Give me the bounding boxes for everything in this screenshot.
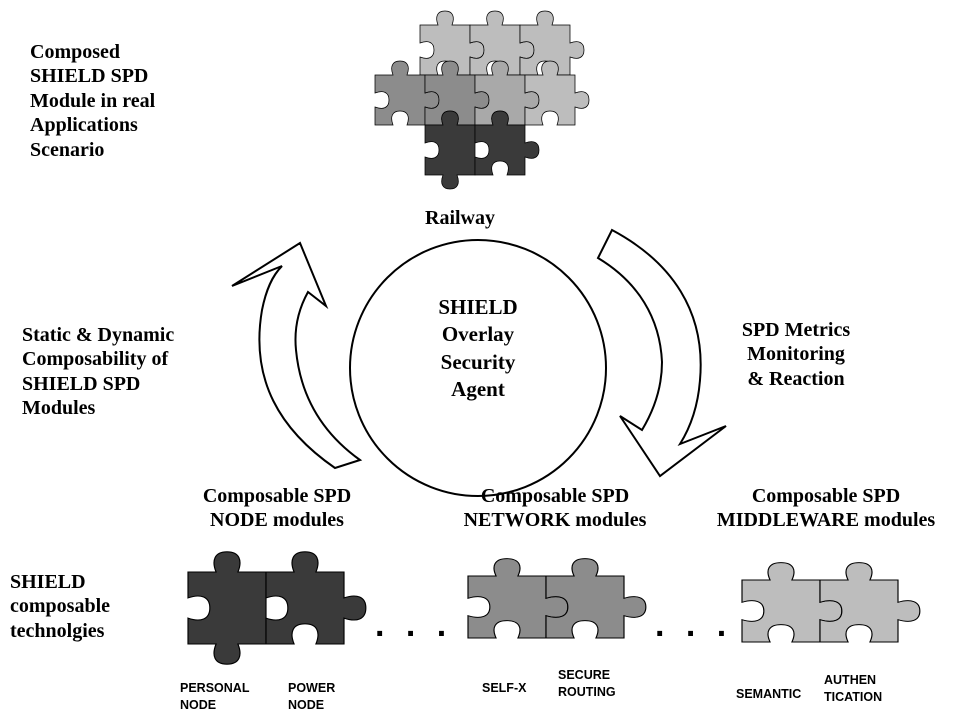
group-heading-line: MIDDLEWARE modules <box>716 509 936 532</box>
piece-label-line: PERSONAL <box>180 681 250 695</box>
technologies-label-line: technolgies <box>10 619 105 642</box>
piece-label-line: SELF-X <box>482 681 527 695</box>
composability-label-line: Static & Dynamic <box>22 324 175 346</box>
piece-label-line: ROUTING <box>558 684 616 699</box>
technologies-label: SHIELD composable technolgies <box>10 570 110 643</box>
piece-label-line: AUTHEN <box>824 673 877 687</box>
piece-label-line: POWER <box>288 681 336 695</box>
agent-circle <box>349 239 607 497</box>
piece-label-self-x: SELF-X <box>482 680 526 697</box>
node-group-heading: Composable SPD NODE modules <box>172 484 382 533</box>
group-heading-line: Composable SPD <box>751 485 901 507</box>
railway-label: Railway <box>425 207 495 229</box>
agent-label-line: Overlay <box>441 322 515 347</box>
scenario-title: Composed SHIELD SPD Module in real Appli… <box>30 40 155 162</box>
network-module-pieces <box>467 558 647 639</box>
node-module-pieces <box>187 551 367 665</box>
piece-label-power-node: POWER NODE <box>288 680 335 714</box>
piece-label-secure-routing: SECURE ROUTING <box>558 667 616 701</box>
composability-label-line: SHIELD SPD <box>22 372 141 395</box>
agent-label-line: Security <box>440 349 516 374</box>
group-heading-line: Composable SPD <box>480 485 630 507</box>
agent-label: SHIELD Overlay Security Agent <box>398 294 558 403</box>
piece-label-authentication: AUTHEN TICATION <box>824 672 882 706</box>
ellipsis-separator: . . . <box>375 606 453 644</box>
composability-arrow <box>231 241 363 470</box>
composability-label: Static & Dynamic Composability of SHIELD… <box>22 323 174 421</box>
scenario-title-line: Composed <box>30 41 121 63</box>
agent-label-line: SHIELD <box>438 295 518 319</box>
piece-label-line: NODE <box>288 697 325 712</box>
piece-label-line: SECURE <box>558 668 611 682</box>
puzzle-piece-power-node <box>265 551 367 645</box>
scenario-title-line: Applications <box>30 114 138 137</box>
piece-label-line: TICATION <box>824 689 883 704</box>
ellipsis-separator: . . . <box>655 606 733 644</box>
puzzle-piece-personal-node <box>187 551 267 665</box>
composed-puzzle-cluster <box>374 10 590 190</box>
scenario-title-line: Module in real <box>30 89 156 112</box>
technologies-label-line: SHIELD <box>10 571 86 593</box>
piece-label-line: NODE <box>180 697 217 712</box>
monitoring-label-line: SPD Metrics <box>741 319 851 341</box>
piece-label-personal-node: PERSONAL NODE <box>180 680 249 714</box>
monitoring-label-line: & Reaction <box>747 367 845 390</box>
middleware-module-pieces <box>741 562 921 643</box>
agent-label-line: Agent <box>451 376 505 401</box>
piece-label-line: SEMANTIC <box>736 687 802 701</box>
piece-label-semantic: SEMANTIC <box>736 686 801 703</box>
network-group-heading: Composable SPD NETWORK modules <box>440 484 670 533</box>
composability-label-line: Composability of <box>22 348 169 371</box>
monitoring-arrow <box>596 228 727 478</box>
middleware-group-heading: Composable SPD MIDDLEWARE modules <box>700 484 952 533</box>
technologies-label-line: composable <box>10 595 110 618</box>
monitoring-label-line: Monitoring <box>747 343 845 366</box>
scenario-title-line: SHIELD SPD <box>30 65 149 88</box>
composability-label-line: Modules <box>22 397 96 420</box>
group-heading-line: NETWORK modules <box>463 509 647 532</box>
group-heading-line: NODE modules <box>210 509 344 532</box>
scenario-title-line: Scenario <box>30 138 105 161</box>
group-heading-line: Composable SPD <box>202 485 352 507</box>
monitoring-label: SPD Metrics Monitoring & Reaction <box>726 318 866 391</box>
